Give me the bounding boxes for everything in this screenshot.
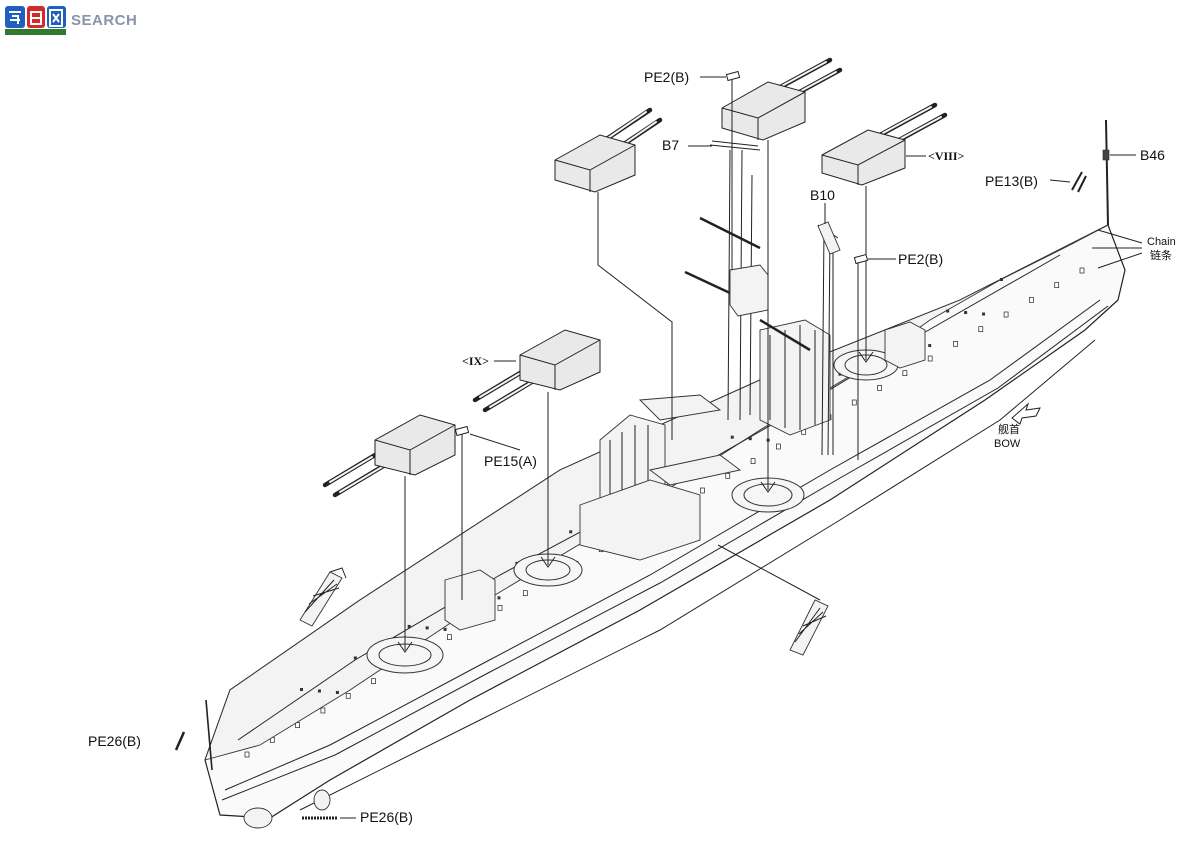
label-viii: <VIII> bbox=[928, 149, 965, 163]
bow-direction-arrow-icon bbox=[1011, 402, 1041, 425]
porthole bbox=[345, 692, 351, 699]
porthole bbox=[1003, 311, 1009, 318]
deck-fitting bbox=[946, 309, 950, 313]
deck-fitting bbox=[443, 627, 447, 631]
callout-pe2b-top: PE2(B) bbox=[644, 69, 726, 85]
callout-b46: B46 bbox=[1110, 147, 1165, 163]
turret-b bbox=[554, 107, 663, 193]
stern-staff bbox=[205, 699, 213, 771]
deck-fitting bbox=[569, 530, 573, 534]
mast-yard bbox=[709, 140, 761, 151]
porthole bbox=[978, 326, 984, 333]
label-pe2b-mid: PE2(B) bbox=[898, 251, 943, 267]
porthole bbox=[522, 590, 528, 597]
callout-b10: B10 bbox=[810, 187, 835, 224]
porthole bbox=[902, 370, 908, 377]
propellers bbox=[243, 789, 331, 829]
callout-chain: Chain 链条 bbox=[1147, 236, 1176, 262]
label-b7: B7 bbox=[662, 137, 679, 153]
turret-c bbox=[721, 57, 843, 141]
barbette-rings bbox=[366, 349, 899, 674]
porthole bbox=[953, 340, 958, 347]
deck-fitting bbox=[1000, 278, 1003, 281]
deck-fitting bbox=[730, 435, 734, 439]
label-pe2b-top: PE2(B) bbox=[644, 69, 689, 85]
deck-fitting bbox=[928, 344, 932, 348]
callout-pe26b-bottom: PE26(B) bbox=[340, 809, 413, 825]
photo-etch-parts bbox=[174, 70, 1087, 820]
callout-b7: B7 bbox=[662, 137, 712, 153]
label-pe15a: PE15(A) bbox=[484, 453, 537, 469]
label-bow-en: BOW bbox=[994, 438, 1021, 450]
deck-fitting bbox=[497, 596, 501, 600]
tripod-mast bbox=[684, 140, 811, 421]
porthole bbox=[1079, 267, 1085, 274]
porthole bbox=[244, 751, 250, 758]
chain-leaders bbox=[1092, 229, 1143, 269]
deck-fitting bbox=[407, 624, 411, 628]
porthole bbox=[700, 487, 705, 494]
porthole bbox=[750, 458, 756, 465]
porthole bbox=[497, 604, 503, 611]
callout-pe15a: PE15(A) bbox=[469, 433, 537, 469]
deck-fitting bbox=[982, 312, 986, 316]
callout-pe13b: PE13(B) bbox=[985, 173, 1071, 189]
porthole bbox=[1054, 282, 1060, 289]
porthole bbox=[1029, 296, 1034, 303]
porthole bbox=[877, 384, 882, 391]
porthole bbox=[927, 355, 933, 362]
deck-fitting bbox=[425, 626, 429, 630]
superstructure bbox=[444, 319, 926, 631]
label-pe26b-bottom: PE26(B) bbox=[360, 809, 413, 825]
assembly-leader-lines bbox=[397, 80, 874, 653]
turret-viii bbox=[821, 102, 948, 186]
logo-text: SEARCH bbox=[71, 11, 138, 29]
callout-bow: 舰首 BOW bbox=[994, 422, 1021, 450]
logo-mark-icon bbox=[4, 4, 68, 36]
turret-ix bbox=[472, 329, 601, 413]
callout-ix: <IX> bbox=[462, 354, 516, 368]
deck-fitting bbox=[353, 656, 357, 660]
label-b46: B46 bbox=[1140, 147, 1165, 163]
deck-fitting bbox=[335, 690, 339, 694]
deck-fitting bbox=[964, 311, 968, 315]
porthole bbox=[447, 634, 452, 641]
callout-pe26b-left: PE26(B) bbox=[88, 733, 141, 749]
accommodation-ladder-left bbox=[299, 567, 347, 627]
deck-fitting bbox=[748, 437, 752, 441]
callout-viii: <VIII> bbox=[906, 149, 965, 163]
label-bow-zh: 舰首 bbox=[998, 422, 1020, 436]
label-pe26b-left: PE26(B) bbox=[88, 733, 141, 749]
callout-pe2b-mid: PE2(B) bbox=[868, 251, 943, 267]
porthole bbox=[725, 472, 731, 479]
label-b10: B10 bbox=[810, 187, 835, 203]
turret-a bbox=[322, 414, 456, 498]
porthole bbox=[776, 443, 781, 450]
bow-staff bbox=[1102, 119, 1110, 226]
label-ix: <IX> bbox=[462, 354, 489, 368]
deck-fitting bbox=[300, 688, 303, 691]
porthole bbox=[320, 707, 326, 714]
deck-fitting bbox=[317, 689, 321, 693]
label-pe13b: PE13(B) bbox=[985, 173, 1038, 189]
label-chain-en: Chain bbox=[1147, 236, 1176, 248]
accommodation-ladder-right bbox=[789, 599, 829, 656]
porthole bbox=[295, 722, 300, 729]
label-chain-zh: 链条 bbox=[1150, 248, 1172, 262]
site-logo: SEARCH bbox=[4, 3, 137, 37]
porthole bbox=[371, 678, 376, 685]
porthole bbox=[851, 399, 857, 406]
